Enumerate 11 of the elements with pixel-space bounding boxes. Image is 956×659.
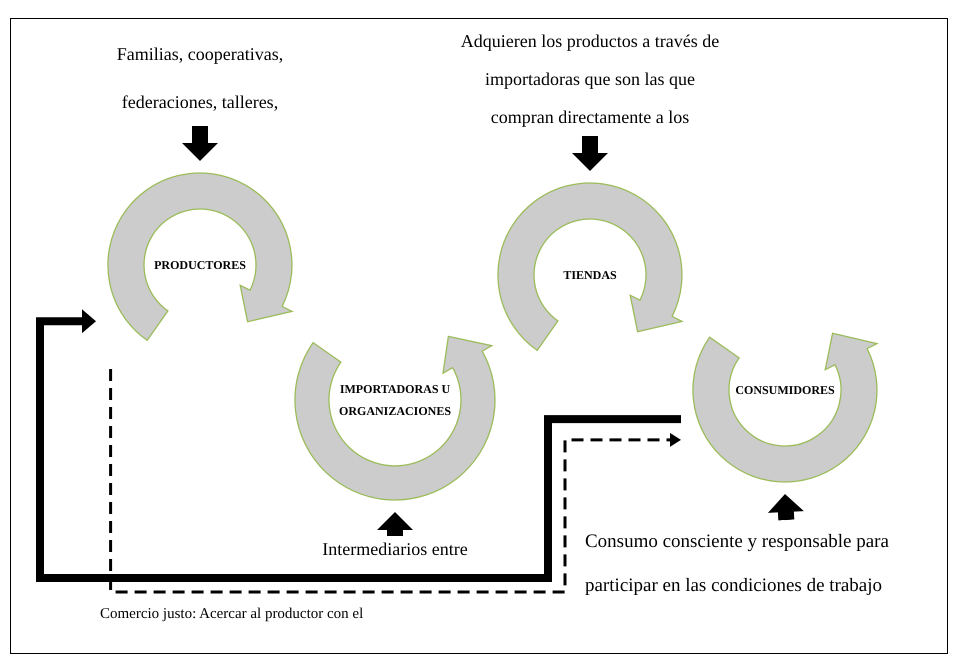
- annotation-text: Adquieren los productos a través de importadoras que son las que compran directamente a los: [459, 22, 721, 136]
- stage-label: IMPORTADORAS U ORGANIZACIONES: [338, 381, 452, 420]
- stage-label: TIENDAS: [562, 267, 618, 284]
- stage-label: CONSUMIDORES: [734, 382, 836, 399]
- note-text: Comercio justo: Acercar al productor con el: [100, 606, 364, 623]
- thick-arrow: [36, 309, 681, 582]
- dashed-arrow: [109, 369, 681, 594]
- annotation-text: Consumo consciente y responsable para participar en las condiciones de trabajo: [585, 520, 935, 608]
- annotation-text: Intermediarios entre: [295, 536, 495, 562]
- stage-label: PRODUCTORES: [153, 257, 247, 274]
- annotation-text: Familias, cooperativas, federaciones, talleres,: [85, 30, 315, 126]
